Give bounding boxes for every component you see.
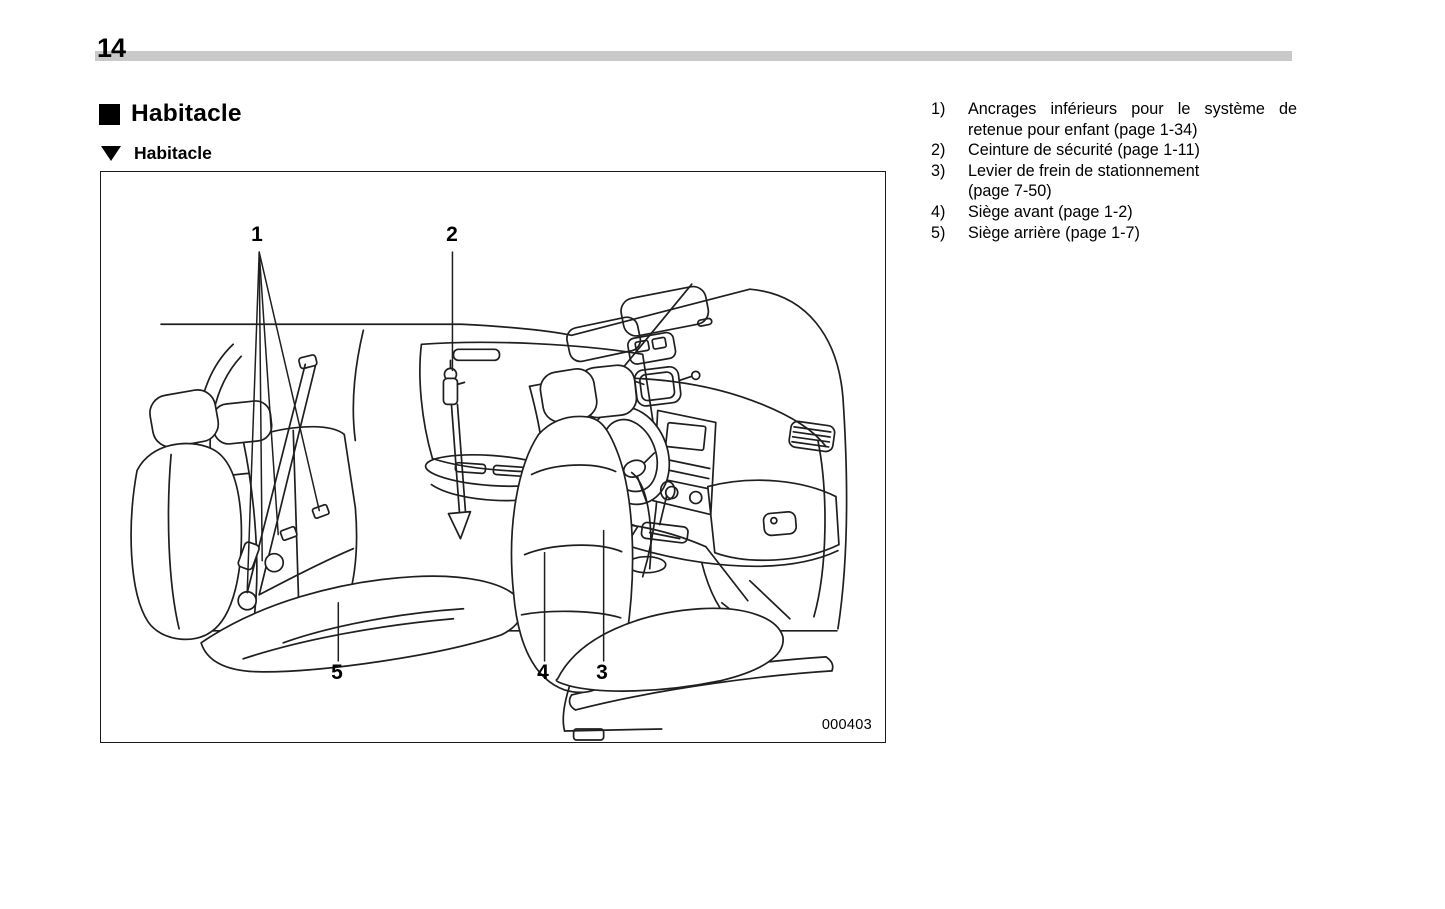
subsection-heading: Habitacle [101,143,212,164]
seat-belt-pillar [442,359,472,540]
legend-item-line: Siège avant (page 1-2) [968,202,1133,221]
legend-item: 3) Levier de frein de stationnement (pag… [931,161,1297,202]
callout-1: 1 [251,223,263,246]
legend-item-number: 2) [931,141,946,160]
legend-item-line: retenue pour enfant (page 1-34) [968,120,1198,139]
callout-4: 4 [537,661,549,684]
figure-box: 000403 [100,171,886,743]
legend-item: 5) Siège arrière (page 1-7) [931,223,1297,244]
legend-item-number: 5) [931,223,946,242]
triangle-down-icon [101,146,121,161]
rear-seat [130,363,523,673]
legend-item: 2) Ceinture de sécurité (page 1-11) [931,140,1297,161]
legend-list: 1) Ancrages inférieurs pour le système d… [931,99,1297,243]
front-seat [510,364,784,741]
legend-item-line: Ancrages inférieurs pour le système de [968,100,1297,118]
car-interior-illustration [130,251,848,741]
legend-item-text: Levier de frein de stationnement (page 7… [968,161,1297,202]
callout-3: 3 [596,661,608,684]
legend-item-text: Siège arrière (page 1-7) [968,223,1297,244]
section-title: Habitacle [131,100,242,127]
legend-item-line: Siège arrière (page 1-7) [968,223,1140,242]
legend-item-line: (page 7-50) [968,182,1052,201]
legend-item: 1) Ancrages inférieurs pour le système d… [931,99,1297,140]
legend-item-text: Ceinture de sécurité (page 1-11) [968,140,1297,161]
callout-5: 5 [331,661,343,684]
callout-2: 2 [446,223,458,246]
legend-item-text: Ancrages inférieurs pour le système de r… [968,99,1297,140]
section-heading: Habitacle [99,100,242,128]
callout-leader-lines [246,251,605,662]
page-number: 14 [97,33,126,63]
legend-item: 4) Siège avant (page 1-2) [931,202,1297,223]
section-square-icon [99,103,120,125]
header-rule [95,51,1292,61]
legend-item-number: 1) [931,100,946,118]
legend-item-line: Levier de frein de stationnement [968,161,1200,180]
legend-item-number: 4) [931,202,946,221]
body-outline-right [748,288,848,630]
legend-item-text: Siège avant (page 1-2) [968,202,1297,223]
figure-code: 000403 [821,717,872,733]
legend-item-number: 3) [931,161,946,180]
subsection-title: Habitacle [134,143,212,163]
legend-item-line: Ceinture de sécurité (page 1-11) [968,141,1200,160]
